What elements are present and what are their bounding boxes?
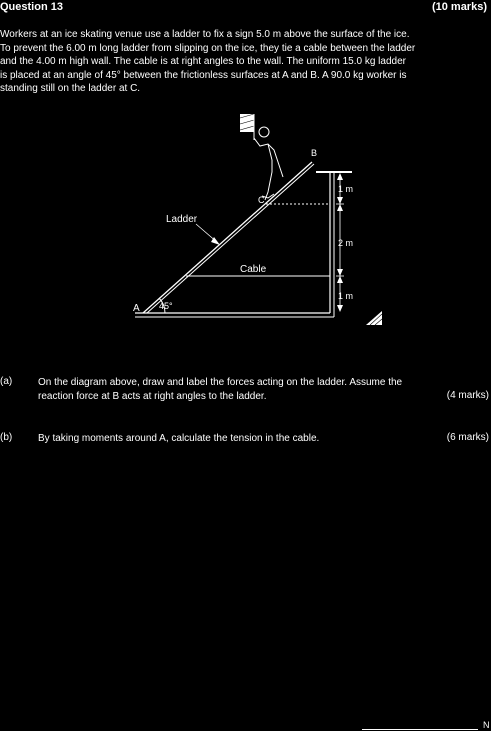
answer-line [362,729,478,730]
point-a-label: A [133,303,140,314]
part-b-text: By taking moments around A, calculate th… [38,433,320,444]
angle-label: 45° [159,301,173,311]
worker-figure-icon [253,126,284,201]
ladder-line [146,163,315,314]
angle-arc [158,297,166,314]
cable-label: Cable [240,264,267,275]
part-a-marks: (4 marks) [446,390,489,401]
part-b-label: (b) [0,432,13,443]
arrow-down-icon [337,269,343,276]
question-title: Question 13 [0,1,63,13]
point-b-label: B [311,148,317,158]
arrow-up-icon [337,173,343,180]
part-a-label: (a) [0,376,13,387]
question-intro: Workers at an ice skating venue use a la… [0,28,485,96]
question-marks: (10 marks) [431,1,487,13]
dimension-mid-label: 2 m [338,238,353,248]
dimension-bottom-label: 1 m [338,291,353,301]
point-c-label: C [258,195,265,205]
page-corner-mark: N [483,720,490,730]
arrow-up-icon [337,204,343,211]
corner-symbol-icon [366,311,383,326]
intro-line: Workers at an ice skating venue use a la… [0,29,410,40]
part-a-text: On the diagram above, draw and label the… [38,376,458,403]
ladder-label: Ladder [166,214,198,225]
arrow-icon [211,237,220,245]
arrow-up-icon [337,276,343,283]
intro-line: standing still on the ladder at C. [0,83,141,94]
ladder-line [142,161,313,314]
intro-line: To prevent the 6.00 m long ladder from s… [0,42,416,54]
intro-line: and the 4.00 m high wall. The cable is a… [0,56,406,67]
part-a-line: On the diagram above, draw and label the… [38,377,403,388]
dimension-top-label: 1 m [338,184,353,194]
ladder-diagram: Ladder Cable A B C 45° 1 m 2 m 1 m [133,113,383,326]
arrow-down-icon [337,197,343,204]
part-a-line: reaction force at B acts at right angles… [38,390,267,402]
arrow-down-icon [337,305,343,312]
sign-icon [240,114,254,132]
intro-line: is placed at an angle of 45° between the… [0,69,407,81]
part-b-marks: (6 marks) [446,432,489,443]
